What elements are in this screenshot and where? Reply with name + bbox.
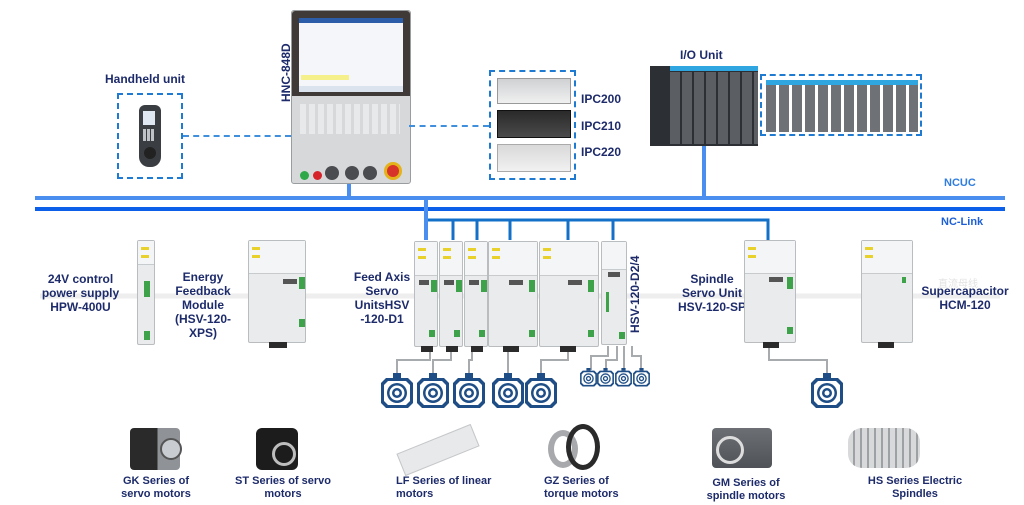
label-line: 24V control <box>47 272 114 286</box>
servo-motor-icon <box>415 373 451 409</box>
gm-spindle-motor-image <box>712 428 772 468</box>
feed-servo-drive-2[interactable] <box>439 241 463 352</box>
caption-line: spindle motors <box>706 490 786 502</box>
io-unit-rack[interactable] <box>650 66 758 146</box>
caption-line: LF Series of linear <box>396 475 492 487</box>
energy-feedback-label: Energy Feedback Module (HSV-120- XPS) <box>172 270 234 340</box>
small-servo-motor-icon <box>596 368 615 387</box>
label-line: HCM-120 <box>939 298 991 312</box>
handheld-link <box>183 135 291 137</box>
feed-servo-drive-5[interactable] <box>539 241 599 352</box>
feed-hold-button[interactable] <box>313 171 322 180</box>
io-unit-label: I/O Unit <box>680 48 723 62</box>
hs-electric-spindle-image <box>848 428 920 468</box>
ncuc-bus-label: NCUC <box>944 177 976 189</box>
small-servo-motor-icon <box>632 368 651 387</box>
ipc-link <box>409 125 489 127</box>
product-caption-gk: GK Series of servo motors <box>108 475 204 501</box>
ipc220-device <box>497 144 571 172</box>
energy-feedback-module[interactable] <box>248 240 306 348</box>
small-servo-motor-icon <box>579 368 598 387</box>
handheld-unit-label: Handheld unit <box>105 72 185 86</box>
spindle-label: Spindle Servo Unit HSV-120-SP <box>672 272 752 314</box>
ipc-box[interactable] <box>489 70 576 180</box>
cnc-panel[interactable] <box>291 10 411 184</box>
supercapacitor-module[interactable] <box>861 240 913 348</box>
label-line: Supercapacitor <box>921 284 1009 298</box>
product-caption-hs: HS Series Electric Spindles <box>856 475 974 501</box>
gk-motor-image <box>130 428 182 470</box>
product-caption-st: ST Series of servo motors <box>226 475 340 501</box>
label-line: HSV-120-SP <box>677 300 747 314</box>
product-caption-lf: LF Series of linear motors <box>396 475 510 501</box>
label-line: -120-D1 <box>360 312 404 326</box>
label-line: power supply <box>41 286 120 300</box>
servo-motor-icon <box>379 373 415 409</box>
st-motor-image <box>256 428 298 470</box>
small-servo-motor-icon <box>614 368 633 387</box>
product-caption-gm: GM Series of spindle motors <box>694 477 798 503</box>
label-line: Module <box>182 298 224 312</box>
ipc210-device <box>497 110 571 138</box>
handheld-pendant-icon <box>139 105 161 167</box>
label-line: (HSV-120- <box>174 312 232 326</box>
feed-servo-drive-1[interactable] <box>414 241 438 352</box>
caption-line: HS Series Electric <box>867 475 963 487</box>
ipc-model-2: IPC210 <box>581 119 622 133</box>
caption-line: Spindles <box>892 488 938 500</box>
spindle-motor-icon <box>809 373 845 409</box>
label-line: Energy <box>182 270 224 284</box>
cnc-screen <box>299 18 403 92</box>
power-supply-module[interactable] <box>137 240 155 345</box>
nclink-branch <box>428 218 770 240</box>
label-line: UnitsHSV <box>354 298 410 312</box>
io-expansion-box[interactable] <box>760 74 922 136</box>
ipc-model-3: IPC220 <box>581 145 622 159</box>
feed-servo-drive-4[interactable] <box>488 241 538 352</box>
caption-line: torque motors <box>544 488 619 500</box>
caption-line: motors <box>396 488 434 500</box>
label-line: Feedback <box>175 284 231 298</box>
label-line: XPS) <box>188 326 217 340</box>
feed-servo-drive-3[interactable] <box>464 241 488 352</box>
caption-line: servo motors <box>121 488 191 500</box>
dc-bus-watermark: 直流母线 <box>938 279 978 290</box>
ipc-model-1: IPC200 <box>581 92 622 106</box>
supercapacitor-label: Supercapacitor HCM-120 <box>915 284 1015 312</box>
product-caption-gz: GZ Series of torque motors <box>544 475 644 501</box>
handheld-unit-box[interactable] <box>117 93 183 179</box>
override-knob-2[interactable] <box>345 166 359 180</box>
caption-line: GM Series of <box>712 477 780 489</box>
caption-line: motors <box>264 488 302 500</box>
nclink-bus-label: NC-Link <box>941 216 984 228</box>
multi-axis-servo-drive[interactable] <box>601 241 627 345</box>
label-line: HPW-400U <box>50 300 111 314</box>
spindle-servo-unit[interactable] <box>744 240 796 348</box>
cycle-start-button[interactable] <box>300 171 309 180</box>
caption-line: GK Series of <box>122 475 190 487</box>
label-line: Feed Axis <box>353 270 411 284</box>
label-line: Spindle <box>690 272 734 286</box>
override-knob-3[interactable] <box>363 166 377 180</box>
multi-axis-label: HSV-120-D2/4 <box>628 255 642 333</box>
motor-cables <box>396 345 828 376</box>
caption-line: ST Series of servo <box>235 475 331 487</box>
io-expansion-modules <box>766 80 918 132</box>
ipc200-device <box>497 78 571 104</box>
override-knob-1[interactable] <box>325 166 339 180</box>
servo-motor-icon <box>451 373 487 409</box>
label-line: Servo <box>365 284 399 298</box>
label-line: Servo Unit <box>681 286 742 300</box>
servo-motor-icon <box>523 373 559 409</box>
servo-motor-icon <box>490 373 526 409</box>
power-supply-label: 24V control power supply HPW-400U <box>38 272 123 314</box>
feed-axis-label: Feed Axis Servo UnitsHSV -120-D1 <box>352 270 412 326</box>
emergency-stop-button[interactable] <box>384 162 402 180</box>
cnc-keypad <box>300 104 400 134</box>
caption-line: GZ Series of <box>544 475 609 487</box>
